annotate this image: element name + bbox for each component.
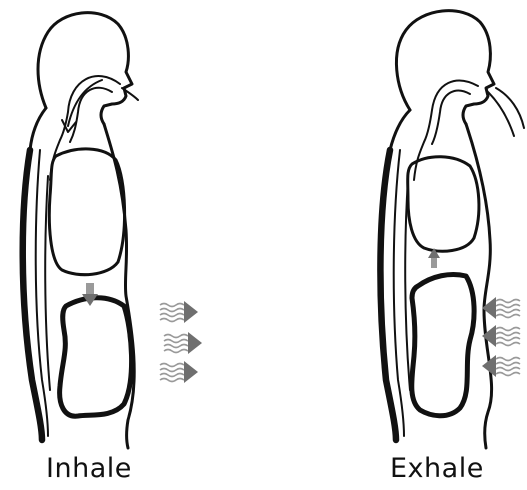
wavy-horizontal-arrow-icon: [160, 301, 198, 323]
inhale-neck-back: [30, 108, 46, 150]
exhale-abdomen: [412, 274, 474, 415]
inhale-lungs: [49, 149, 124, 275]
exhale-breath-stream: [488, 88, 524, 136]
exhale-label: Exhale: [390, 453, 484, 484]
exhale-lungs: [408, 157, 479, 251]
exhale-head-outline: [396, 11, 494, 124]
wavy-horizontal-arrow-icon: [164, 332, 202, 354]
inhale-abdomen: [60, 298, 132, 416]
exhale-figure: [380, 11, 524, 448]
inhale-back-outline: [23, 150, 42, 440]
inhale-label: Inhale: [46, 453, 132, 484]
small-vertical-arrow-icon: [82, 283, 98, 306]
wavy-horizontal-arrow-icon: [482, 297, 520, 319]
exhale-spine-left: [394, 150, 404, 436]
wavy-horizontal-arrow-icon: [160, 361, 198, 383]
inhale-head-outline: [38, 13, 132, 124]
exhale-neck-back: [390, 110, 410, 150]
inhale-figure: [23, 13, 202, 448]
